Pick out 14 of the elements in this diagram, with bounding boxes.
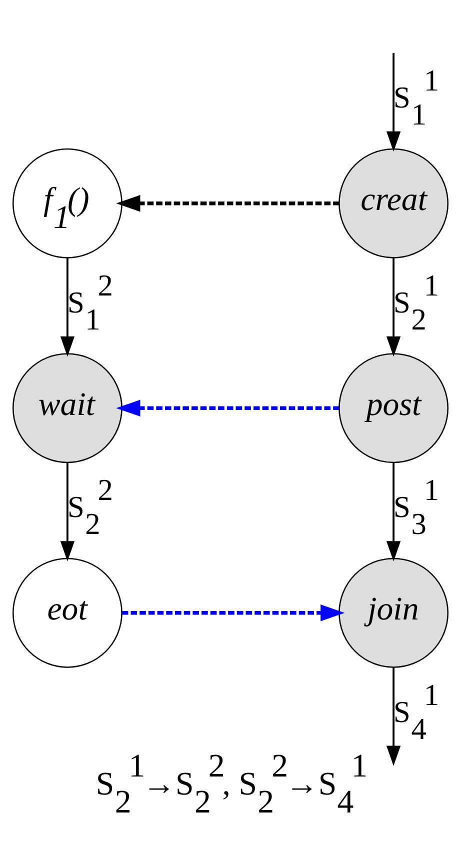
- arrow: [386, 667, 401, 766]
- node-circle: wait: [12, 352, 122, 463]
- arrow: [386, 462, 401, 561]
- node-circle: post: [338, 352, 449, 463]
- arrow: [386, 52, 401, 152]
- arrow: [60, 462, 75, 561]
- arrow: [116, 399, 339, 416]
- node-circle: eot: [12, 557, 122, 668]
- arrow: [386, 257, 401, 356]
- node-circle: join: [338, 557, 449, 668]
- arrow: [116, 194, 339, 212]
- arrow: [60, 257, 75, 356]
- arrow: [122, 604, 345, 621]
- node-circle: creat: [338, 148, 449, 258]
